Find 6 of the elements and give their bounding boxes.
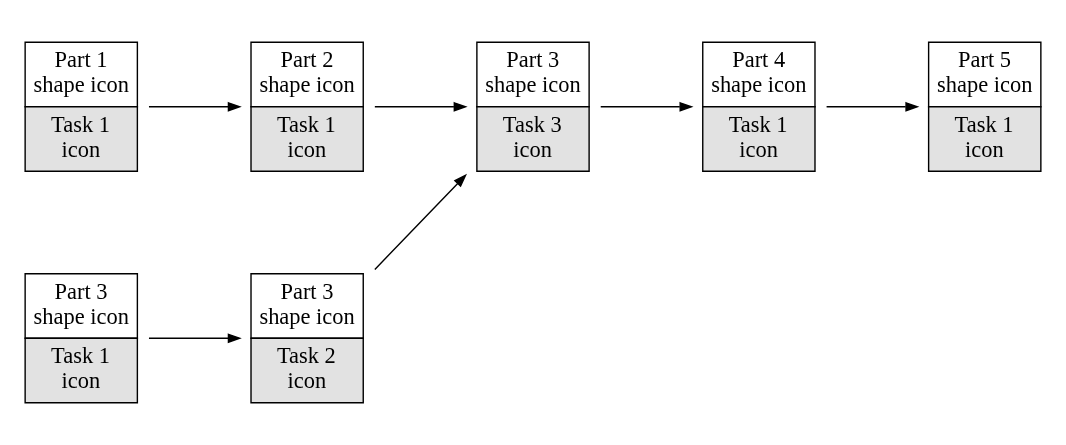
arrow <box>600 101 694 112</box>
arrow <box>148 333 242 344</box>
arrow <box>825 101 920 112</box>
arrow <box>374 173 467 271</box>
arrow <box>374 101 468 112</box>
arrow <box>148 101 242 112</box>
